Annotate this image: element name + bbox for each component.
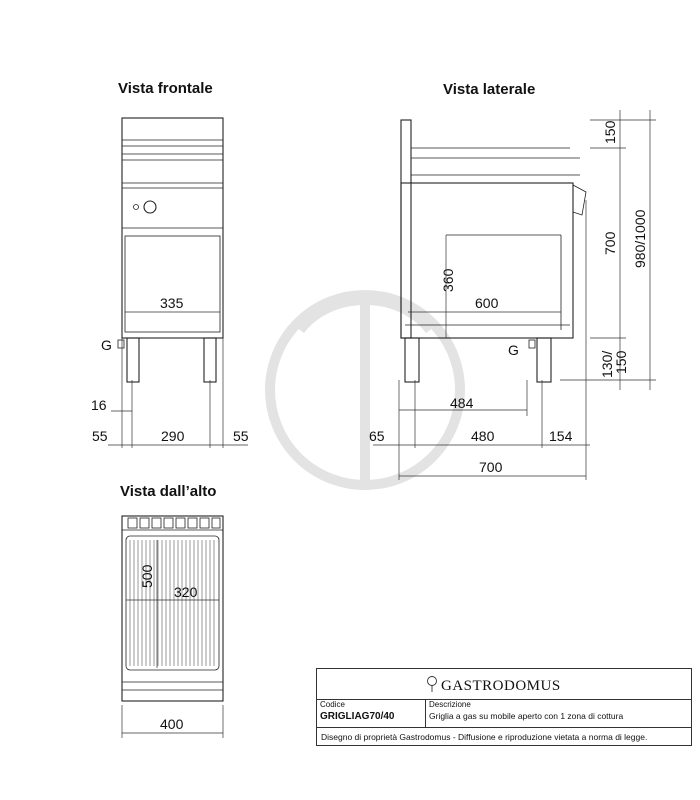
- front-foot-right: [203, 337, 217, 383]
- side-dimensions: 360 600 G 484 65 480 154 700 150 700 130…: [369, 110, 656, 480]
- burner-knob: [143, 200, 157, 214]
- dim-side-150-b: 150: [613, 350, 629, 374]
- dim-top-320: 320: [174, 584, 198, 600]
- dim-side-980-1000: 980/1000: [632, 209, 648, 268]
- dim-top-400: 400: [160, 716, 184, 732]
- front-view-title: Vista frontale: [118, 80, 213, 97]
- dim-side-130-a: 130/: [599, 351, 615, 378]
- side-foot-rear: [536, 337, 552, 383]
- watermark-logo: [265, 290, 465, 490]
- dim-side-700-depth: 700: [479, 459, 503, 475]
- dim-front-335: 335: [160, 295, 184, 311]
- dim-side-65: 65: [369, 428, 385, 444]
- dim-front-290: 290: [161, 428, 185, 444]
- brand-name: GASTRODOMUS: [441, 678, 561, 694]
- dim-side-154: 154: [549, 428, 573, 444]
- description-label: Descrizione: [429, 700, 471, 709]
- gastrodomus-logo-icon: [427, 676, 437, 692]
- grill-bars: [129, 540, 215, 666]
- dim-side-150-top: 150: [602, 120, 618, 144]
- copyright-notice: Disegno di proprietà Gastrodomus - Diffu…: [321, 732, 648, 742]
- side-view-unit: [400, 119, 587, 383]
- dim-front-55-right: 55: [233, 428, 249, 444]
- brand-row: GASTRODOMUS: [317, 669, 691, 700]
- dim-side-600: 600: [475, 295, 499, 311]
- side-foot-front: [404, 337, 420, 383]
- code-cell: Codice GRIGLIAG70/40: [317, 699, 426, 727]
- ignition-button: [133, 204, 139, 210]
- gas-label-front: G: [101, 337, 112, 353]
- dim-side-360: 360: [440, 268, 456, 292]
- dim-side-480: 480: [471, 428, 495, 444]
- dim-front-16: 16: [91, 397, 107, 413]
- dim-side-484: 484: [450, 395, 474, 411]
- front-foot-left: [126, 337, 140, 383]
- dim-top-500: 500: [139, 564, 155, 588]
- front-dimensions: 335 G 16 55 290 55: [91, 295, 249, 448]
- product-code: GRIGLIAG70/40: [320, 711, 395, 722]
- code-description-row: Codice GRIGLIAG70/40 Descrizione Griglia…: [317, 699, 691, 728]
- front-view-unit: [117, 117, 224, 383]
- gas-connection: [117, 339, 125, 349]
- product-description: Griglia a gas su mobile aperto con 1 zon…: [429, 711, 624, 721]
- top-view-title: Vista dall’alto: [120, 483, 216, 500]
- dim-side-700-height: 700: [602, 231, 618, 255]
- top-dimensions: 500 320 400: [121, 540, 224, 738]
- side-view-title: Vista laterale: [443, 81, 535, 98]
- title-block: GASTRODOMUS Codice GRIGLIAG70/40 Descriz…: [316, 668, 692, 746]
- gas-label-side: G: [508, 342, 519, 358]
- code-label: Codice: [320, 700, 345, 709]
- top-view-unit: [121, 515, 224, 702]
- dim-front-55-left: 55: [92, 428, 108, 444]
